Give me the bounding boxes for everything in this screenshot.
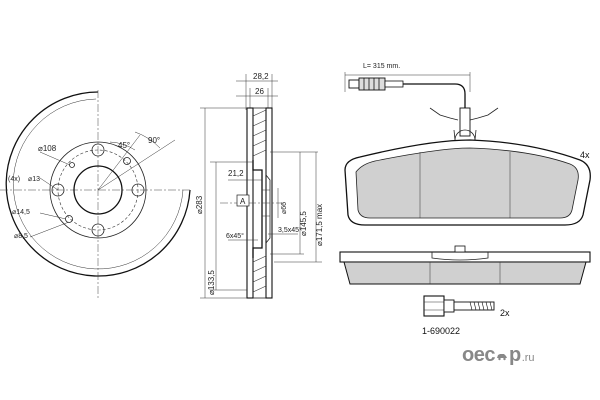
brake-pad-side: [339, 245, 591, 285]
hat-circle: [49, 141, 147, 239]
outer-dia-label: ⌀283: [195, 195, 204, 214]
logo-tld: .ru: [521, 352, 535, 364]
bolt-head: [423, 295, 445, 317]
width-total-label: 28,2: [253, 72, 269, 81]
bolt-hole: [131, 183, 145, 197]
bolt-part-number: 1-690022: [422, 326, 460, 336]
chamfer-left-label: 6x45°: [226, 232, 244, 240]
angle-arc-90: [134, 131, 161, 149]
side-backplate: [339, 251, 591, 263]
sensor-plug: [348, 79, 360, 89]
pad-friction-material: [355, 147, 579, 219]
logo-car-icon: [496, 349, 508, 361]
sensor-connector: [358, 77, 386, 91]
logo-brand-tail: p: [508, 343, 521, 366]
side-clip-tab: [454, 245, 466, 253]
hole-13-label: ⌀13: [28, 176, 40, 183]
angle-line: [97, 134, 141, 191]
disc-front-view: ⌀108 45° 90° (4x) ⌀13 ⌀14,5 ⌀8,5: [0, 90, 191, 300]
max-dia-label: ⌀171,5 max: [315, 204, 324, 246]
sensor-length-label: L= 315 mm.: [363, 63, 400, 70]
wear-sensor: L= 315 mm.: [344, 63, 499, 151]
vent-hatch-bottom: [252, 255, 267, 293]
bolt-collar: [443, 299, 455, 313]
locating-hole: [65, 215, 73, 223]
leader-line: [39, 151, 71, 166]
leader-line: [29, 221, 70, 238]
bolt-thread: [469, 301, 493, 311]
holes-count-label: (4x): [8, 176, 20, 183]
pad-qty-label: 4x: [580, 150, 590, 160]
hat-dia-label: ⌀133,5: [207, 270, 216, 295]
width-min-label: 26: [255, 87, 264, 96]
sensor-probe: [459, 107, 471, 137]
leader-line: [39, 177, 59, 191]
sensor-clip: [429, 107, 499, 121]
locating-hole: [69, 162, 75, 168]
disc-outer-edge: [5, 91, 191, 277]
logo-brand: oec: [462, 343, 495, 366]
center-bore: [73, 165, 123, 215]
angle-90-label: 90°: [148, 136, 160, 145]
bolt-hole: [91, 143, 105, 157]
leader-line: [39, 212, 67, 220]
side-friction: [343, 261, 587, 285]
bolt-hole: [91, 223, 105, 237]
angle-45-label: 45°: [118, 141, 130, 150]
hole-8-5-label: ⌀8,5: [14, 233, 28, 240]
disc-section-view: 28,2 26 ⌀283: [195, 72, 324, 299]
site-watermark-logo: oec p .ru: [462, 343, 535, 367]
locating-hole: [123, 157, 131, 165]
caliper-bolt: 2x 1-690022: [422, 295, 510, 336]
brake-pad-front: 4x: [344, 139, 591, 226]
height-label: 21,2: [228, 169, 244, 178]
disc-inner-edge: [13, 98, 184, 270]
datum-a-label: A: [240, 197, 246, 206]
hole-14-5-label: ⌀14,5: [12, 209, 30, 216]
inner-dia-label: ⌀145,5: [299, 211, 308, 236]
chamfer-right-label: 3,5x45°: [278, 226, 302, 234]
bolt-qty-label: 2x: [500, 308, 510, 318]
angle-line: [97, 139, 176, 191]
bolt-hole: [51, 183, 65, 197]
pcd-label: ⌀108: [38, 144, 57, 153]
connector-ribs: [363, 78, 380, 90]
hat-profile: [252, 160, 263, 258]
vent-hatch-top: [252, 109, 267, 157]
sensor-wire: [403, 83, 466, 108]
side-spring-clip: [431, 252, 489, 261]
angle-arc-45: [109, 141, 136, 151]
hat-profile-right: [265, 160, 271, 258]
datum-a-box: [236, 194, 250, 207]
sensor-sleeve: [384, 80, 404, 88]
bore-dia-label: ⌀66: [281, 202, 288, 214]
